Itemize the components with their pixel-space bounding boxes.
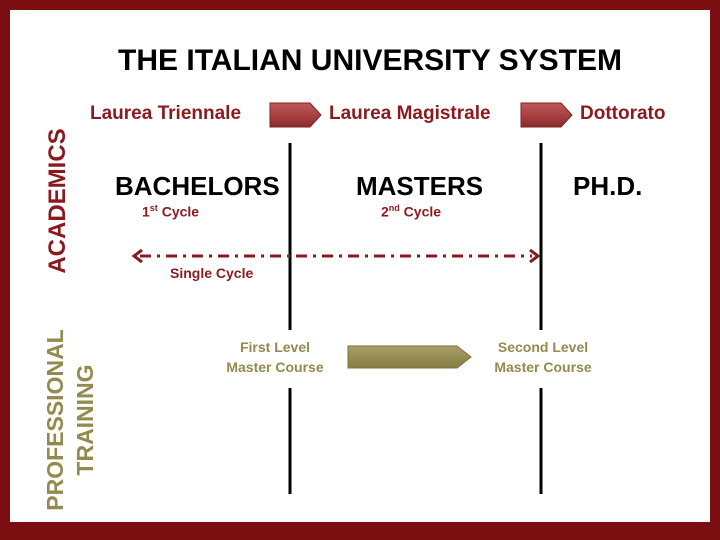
second-level-line1: Second Level bbox=[497, 339, 589, 355]
first-cycle-suffix: st bbox=[149, 203, 158, 213]
arrow-first-to-second-level bbox=[347, 345, 472, 369]
arrow-triennale-to-magistrale bbox=[269, 102, 322, 128]
level-masters: MASTERS bbox=[356, 171, 484, 201]
second-cycle-suffix: nd bbox=[388, 203, 400, 213]
degree-laurea-triennale: Laurea Triennale bbox=[90, 103, 242, 124]
level-bachelors: BACHELORS bbox=[115, 171, 280, 201]
degree-dottorato: Dottorato bbox=[580, 103, 666, 124]
first-cycle-word: Cycle bbox=[157, 203, 200, 220]
single-cycle-arrowhead-left bbox=[131, 248, 143, 264]
first-level-line2: Master Course bbox=[226, 359, 324, 375]
first-cycle-number: 1 bbox=[142, 203, 150, 220]
second-cycle-number: 2 bbox=[381, 203, 389, 220]
single-cycle-label: Single Cycle bbox=[170, 265, 254, 281]
first-level-master-course: First Level Master Course bbox=[216, 337, 334, 377]
second-level-master-course: Second Level Master Course bbox=[484, 337, 602, 377]
single-cycle-arrowhead-right bbox=[529, 248, 541, 264]
second-cycle-word: Cycle bbox=[399, 203, 442, 220]
arrow-magistrale-to-dottorato bbox=[520, 102, 573, 128]
first-cycle-label: 1st Cycle bbox=[142, 203, 199, 220]
page-title: THE ITALIAN UNIVERSITY SYSTEM bbox=[118, 44, 622, 77]
level-phd: PH.D. bbox=[573, 171, 643, 201]
degree-laurea-magistrale: Laurea Magistrale bbox=[329, 103, 491, 124]
second-cycle-label: 2nd Cycle bbox=[381, 203, 441, 220]
second-level-line2: Master Course bbox=[494, 359, 592, 375]
first-level-line1: First Level bbox=[239, 339, 311, 355]
slide-background bbox=[10, 10, 710, 522]
